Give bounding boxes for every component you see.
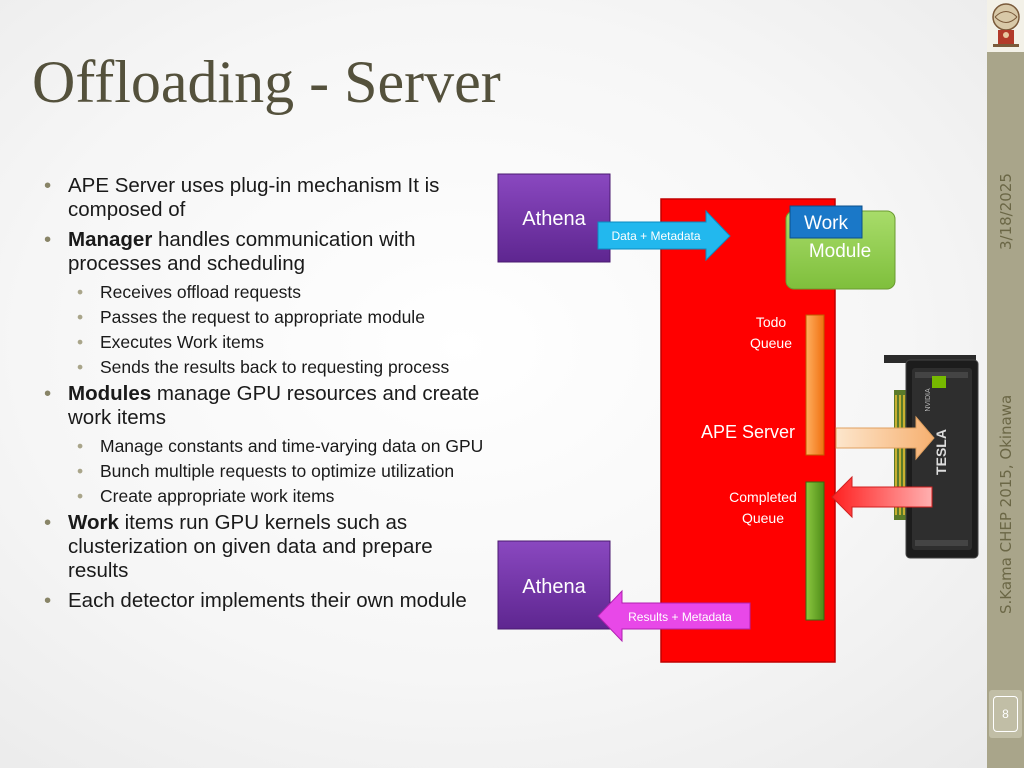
gpu-card-icon: TESLA NVIDIA	[884, 355, 979, 559]
sub-bullet-item: Sends the results back to requesting pro…	[44, 357, 484, 377]
gpu-vendor-label: NVIDIA	[925, 388, 932, 412]
completed-queue-label: Completed	[729, 489, 797, 505]
completed-queue-label: Queue	[742, 510, 784, 526]
bullet-item: Modules manage GPU resources and create …	[44, 382, 484, 430]
work-label: Work	[804, 213, 848, 234]
atlas-logo-icon	[992, 3, 1020, 47]
module-label: Module	[809, 241, 871, 262]
bullet-item: Each detector implements their own modul…	[44, 589, 484, 613]
bullet-item: APE Server uses plug-in mechanism It is …	[44, 174, 484, 222]
data-metadata-arrow	[597, 209, 731, 262]
bullet-item: Work items run GPU kernels such as clust…	[44, 511, 484, 583]
slide-date: 3/18/2025	[997, 173, 1015, 250]
sub-bullet-item: Manage constants and time-varying data o…	[44, 436, 484, 456]
sub-bullet-item: Create appropriate work items	[44, 486, 484, 506]
page-title: Offloading - Server	[32, 49, 501, 115]
bullet-list: APE Server uses plug-in mechanism It is …	[44, 174, 484, 619]
from-gpu-arrow	[831, 475, 933, 519]
todo-queue-bar	[805, 314, 825, 456]
page-number: 8	[993, 696, 1018, 732]
athena-top-label: Athena	[522, 208, 586, 230]
todo-queue-label: Queue	[750, 335, 792, 351]
athena-bottom-label: Athena	[522, 576, 586, 598]
todo-queue-label: Todo	[756, 314, 787, 330]
bullet-item: Manager handles communication with proce…	[44, 228, 484, 276]
data-metadata-label: Data + Metadata	[611, 229, 700, 243]
sub-bullet-item: Passes the request to appropriate module	[44, 307, 484, 327]
athena-top-box	[497, 173, 611, 263]
results-metadata-arrow	[597, 589, 751, 643]
sub-bullet-item: Executes Work items	[44, 332, 484, 352]
gpu-brand-label: TESLA	[933, 429, 949, 475]
sub-bullet-item: Receives offload requests	[44, 282, 484, 302]
completed-queue-bar	[805, 481, 825, 621]
ape-server-label: APE Server	[701, 422, 795, 442]
slide-author: S.Kama CHEP 2015, Okinawa	[997, 394, 1015, 614]
results-metadata-label: Results + Metadata	[628, 610, 732, 624]
work-box	[789, 205, 863, 239]
sidebar-strip	[987, 0, 1024, 768]
athena-bottom-box	[497, 540, 611, 630]
to-gpu-arrow	[835, 415, 935, 461]
sub-bullet-item: Bunch multiple requests to optimize util…	[44, 461, 484, 481]
page-number-box: 8	[989, 690, 1022, 738]
